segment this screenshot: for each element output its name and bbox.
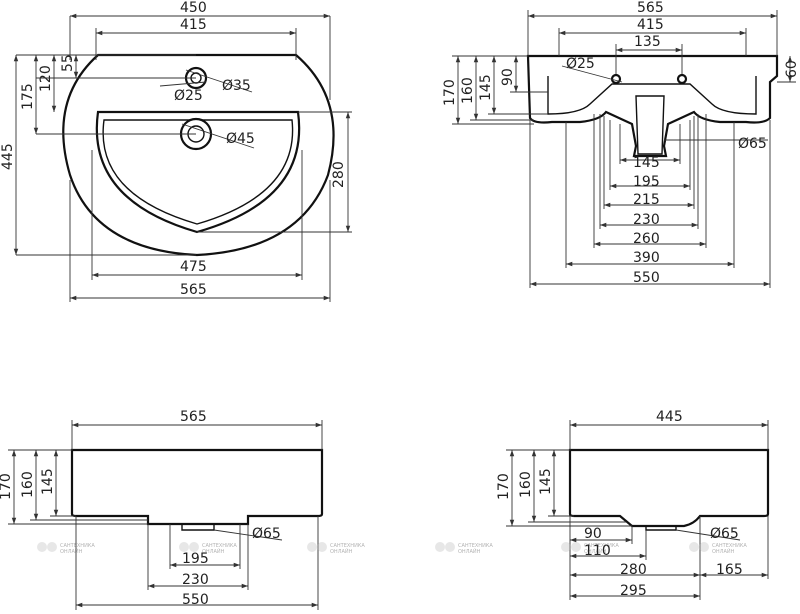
dim-side-280: 280 bbox=[620, 562, 647, 578]
dim-front-145: 145 bbox=[40, 468, 56, 495]
callout-sec-hole-25: Ø25 bbox=[566, 56, 595, 72]
dim-side-170: 170 bbox=[496, 473, 512, 500]
svg-text:САНТЕХНИКА: САНТЕХНИКА bbox=[60, 543, 95, 549]
callout-side-drain-65: Ø65 bbox=[710, 526, 739, 542]
dim-sec-565: 565 bbox=[637, 0, 664, 16]
watermark-logo-icon bbox=[689, 542, 699, 552]
dim-sec-195: 195 bbox=[633, 174, 660, 190]
dim-top-565: 565 bbox=[180, 282, 207, 298]
dim-top-280: 280 bbox=[331, 161, 347, 188]
dim-front-550: 550 bbox=[182, 592, 209, 608]
callout-hole-25: Ø25 bbox=[174, 88, 203, 104]
watermark-logo-icon bbox=[561, 542, 571, 552]
svg-text:САНТЕХНИКА: САНТЕХНИКА bbox=[330, 543, 365, 549]
dim-sec-550: 550 bbox=[633, 270, 660, 286]
watermark-4: САНТЕХНИКА ОНЛАЙН bbox=[435, 542, 493, 555]
dim-top-175: 175 bbox=[20, 83, 36, 110]
watermark-3: САНТЕХНИКА ОНЛАЙН bbox=[307, 542, 365, 555]
dim-top-450: 450 bbox=[180, 0, 207, 16]
dim-front-195: 195 bbox=[182, 551, 209, 567]
watermark-2: САНТЕХНИКА ОНЛАЙН bbox=[179, 542, 237, 555]
watermark-logo-icon bbox=[179, 542, 189, 552]
dim-sec-170: 170 bbox=[442, 79, 458, 106]
watermark-6: САНТЕХНИКА ОНЛАЙН bbox=[689, 542, 747, 555]
dim-sec-230: 230 bbox=[633, 212, 660, 228]
dim-top-415: 415 bbox=[180, 17, 207, 33]
svg-text:ОНЛАЙН: ОНЛАЙН bbox=[584, 548, 607, 555]
watermark-logo-icon bbox=[435, 542, 445, 552]
svg-text:САНТЕХНИКА: САНТЕХНИКА bbox=[584, 543, 619, 549]
watermark-logo-icon bbox=[37, 542, 47, 552]
dim-side-295: 295 bbox=[620, 583, 647, 599]
callout-drain-45: Ø45 bbox=[226, 131, 255, 147]
svg-text:ОНЛАЙН: ОНЛАЙН bbox=[60, 548, 83, 555]
dim-sec-390: 390 bbox=[633, 250, 660, 266]
dim-sec-135: 135 bbox=[634, 34, 661, 50]
svg-text:ОНЛАЙН: ОНЛАЙН bbox=[458, 548, 481, 555]
top-view: 450 415 55 120 175 445 280 Ø35 Ø25 Ø45 bbox=[0, 0, 352, 302]
dim-top-445: 445 bbox=[0, 143, 16, 170]
svg-text:ОНЛАЙН: ОНЛАЙН bbox=[202, 548, 225, 555]
dim-front-170: 170 bbox=[0, 473, 14, 500]
section-outline bbox=[526, 54, 779, 158]
side-view: 445 170 160 145 Ø65 90 110 280 165 295 bbox=[496, 409, 770, 600]
dim-side-90: 90 bbox=[584, 526, 602, 542]
watermark-5: САНТЕХНИКА ОНЛАЙН bbox=[561, 542, 619, 555]
front-body-outline bbox=[70, 448, 324, 526]
svg-text:ОНЛАЙН: ОНЛАЙН bbox=[712, 548, 735, 555]
dim-sec-260: 260 bbox=[633, 231, 660, 247]
section-bottom-dims: 145 195 215 230 260 390 550 bbox=[529, 114, 771, 288]
section-tap-hole-icon bbox=[610, 73, 622, 85]
dim-front-565: 565 bbox=[180, 409, 207, 425]
dim-sec-215: 215 bbox=[633, 192, 660, 208]
dim-sec-160: 160 bbox=[460, 77, 476, 104]
side-body-outline bbox=[568, 448, 770, 528]
dim-sec-145: 145 bbox=[478, 74, 494, 101]
svg-text:ОНЛАЙН: ОНЛАЙН bbox=[330, 548, 353, 555]
svg-text:САНТЕХНИКА: САНТЕХНИКА bbox=[458, 543, 493, 549]
dim-side-145: 145 bbox=[538, 468, 554, 495]
dim-side-160: 160 bbox=[518, 471, 534, 498]
watermark-logo-icon bbox=[307, 542, 317, 552]
svg-text:САНТЕХНИКА: САНТЕХНИКА bbox=[712, 543, 747, 549]
front-view: 565 170 160 145 Ø65 195 230 550 bbox=[0, 409, 324, 610]
callout-front-drain-65: Ø65 bbox=[252, 526, 281, 542]
dim-side-110: 110 bbox=[584, 543, 611, 559]
callout-hole-35: Ø35 bbox=[222, 78, 251, 94]
dim-front-160: 160 bbox=[20, 471, 36, 498]
dim-sec-60: 60 bbox=[784, 60, 800, 78]
dim-sec-90: 90 bbox=[500, 68, 516, 86]
dim-sec-145: 145 bbox=[633, 155, 660, 171]
dim-top-55: 55 bbox=[60, 54, 76, 72]
watermark-row: САНТЕХНИКА ОНЛАЙН САНТЕХНИКА ОНЛАЙН САНТ… bbox=[37, 542, 747, 555]
dim-top-120: 120 bbox=[38, 65, 54, 92]
dim-side-165: 165 bbox=[716, 562, 743, 578]
svg-text:САНТЕХНИКА: САНТЕХНИКА bbox=[202, 543, 237, 549]
dim-sec-415: 415 bbox=[637, 17, 664, 33]
callout-sec-drain-65: Ø65 bbox=[738, 136, 767, 152]
front-section-view: 565 415 135 170 160 145 90 60 Ø25 Ø65 bbox=[442, 0, 800, 288]
dim-top-475: 475 bbox=[180, 259, 207, 275]
watermark-1: САНТЕХНИКА ОНЛАЙН bbox=[37, 542, 95, 555]
dim-front-230: 230 bbox=[182, 572, 209, 588]
section-overflow-hole-icon bbox=[676, 73, 688, 85]
dim-side-445: 445 bbox=[656, 409, 683, 425]
